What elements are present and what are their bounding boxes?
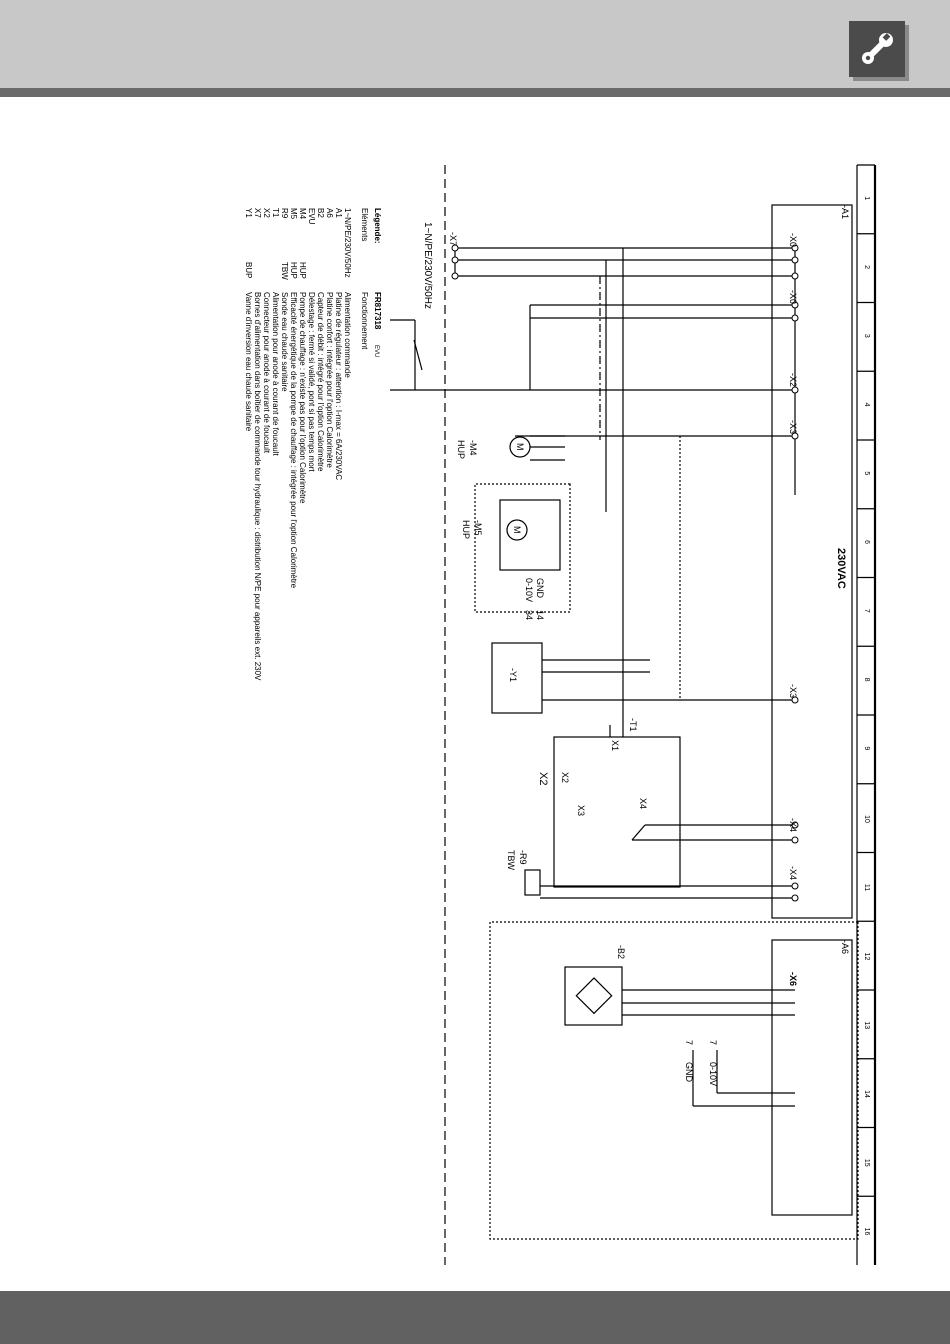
legend-code: X7 [253,208,262,218]
x4a-label: -X4 [788,818,798,832]
grid-number: 1 [863,196,870,200]
legend-code: B2 [316,208,325,218]
grid-number: 14 [863,1090,870,1098]
x0a-label: -X0 [788,233,798,247]
grid-number: 12 [863,953,870,961]
a6-0-10v: 0-10V [708,1062,718,1086]
m4-symbol: M [515,443,525,451]
legend-text: Efficacité énergétique de la pompe de ch… [289,292,298,589]
legend-text: Platine de régulateur : attention : I-ma… [334,292,343,480]
legend-text: Alimentation commande [343,292,352,378]
m5-gnd: GND [535,578,545,599]
grid-number: 9 [863,746,870,750]
grid-number: 6 [863,540,870,544]
legend-text: Vanne d'inversion eau chaude sanitaire [244,292,253,432]
header-bar [0,0,950,88]
legend-text: Pompe de chauffage : n'existe pas pour l… [298,292,307,504]
y1-name: -Y1 [508,668,518,682]
legend-sub: BUP [244,262,253,278]
t1-x1: X1 [610,740,620,751]
legend-col-function: Fonctionnement [360,292,369,350]
a6-gnd: GND [684,1062,694,1083]
tool-badge [849,21,905,77]
a6-num-a: 7 [708,1040,718,1045]
voltage-label: 230VAC [835,548,847,589]
evu-label: EVU [373,345,379,357]
grid-number: 8 [863,678,870,682]
x4b-label: -X4 [788,866,798,880]
t1-name: -T1 [628,718,638,732]
legend-code: EVU [307,208,316,225]
m5-symbol: M [512,526,522,534]
x3b-label: -X3 [788,684,798,698]
legend-text: Connecteur pour anode à courant de fouca… [262,292,271,454]
supply-terminal: -X7 [448,232,458,246]
grid-number: 10 [863,815,870,823]
legend-code: A1 [334,208,343,218]
wrench-icon [862,33,893,64]
legend-doc: FR817318 [373,292,382,330]
m4-sub: HUP [456,440,466,459]
grid-number: 2 [863,265,870,269]
x6-label: -X6 [788,972,798,986]
x2-label: -X2 [788,373,798,387]
legend-sub: HUP [289,262,298,279]
legend-code: 1~N/PE/230V/50Hz [343,208,352,278]
m5-code-a: 14 [535,610,545,620]
b2-name: -B2 [616,945,626,959]
legend-text: Platine confort : intégrée pour l'option… [325,292,334,468]
r9-name: -R9 [518,850,528,865]
legend-sub: HUP [298,262,307,279]
legend-sub: TBW [280,262,289,280]
header-divider [0,88,950,97]
t1-x4: X4 [638,798,648,809]
m5-code-b: 34 [524,610,534,620]
m4-name: -M4 [468,440,478,456]
m5-name: -M5 [473,520,483,536]
x3a-label: -X3 [788,420,798,434]
x0b-label: -X0 [788,290,798,304]
t1-x2-big: X2 [537,772,549,785]
grid-number: 13 [863,1021,870,1029]
module-a1-label: -A1 [840,205,850,219]
legend-text: Bornes d'alimentation dans boîtier de co… [253,292,262,681]
legend-code: X2 [262,208,271,218]
legend-code: R9 [280,208,289,219]
m5-0-10v: 0-10V [524,578,534,602]
grid-number: 3 [863,334,870,338]
grid-number: 16 [863,1228,870,1236]
grid-number: 7 [863,609,870,613]
legend-text: Alimentation pour anode à courant de fou… [271,292,280,456]
t1-x2: X2 [560,772,570,783]
legend-text: Délestage : fermé si validé, pont si pas… [307,292,316,472]
legend-text: Capteur de débit : intégré pour l'option… [316,292,325,472]
a6-num-b: 7 [684,1040,694,1045]
m5-sub: HUP [461,520,471,539]
grid-number: 5 [863,471,870,475]
t1-x3: X3 [576,805,586,816]
legend-text: Sonde eau chaude sanitaire [280,292,289,392]
legend-code: M5 [289,208,298,220]
grid-number: 11 [863,884,870,891]
supply-label: 1~N/PE/230V/50Hz [422,222,433,309]
legend-col-elements: Eléments [360,208,369,241]
legend-title: Légende: [373,208,382,244]
legend-code: Y1 [244,208,253,218]
module-a6-label: -A6 [840,940,850,954]
r9-sub: TBW [506,850,516,871]
legend-code: T1 [271,208,280,218]
grid-number: 15 [863,1159,870,1167]
grid-number: 4 [863,403,870,407]
legend-code: M4 [298,208,307,220]
legend-code: A6 [325,208,334,218]
footer-bar [0,1291,950,1344]
